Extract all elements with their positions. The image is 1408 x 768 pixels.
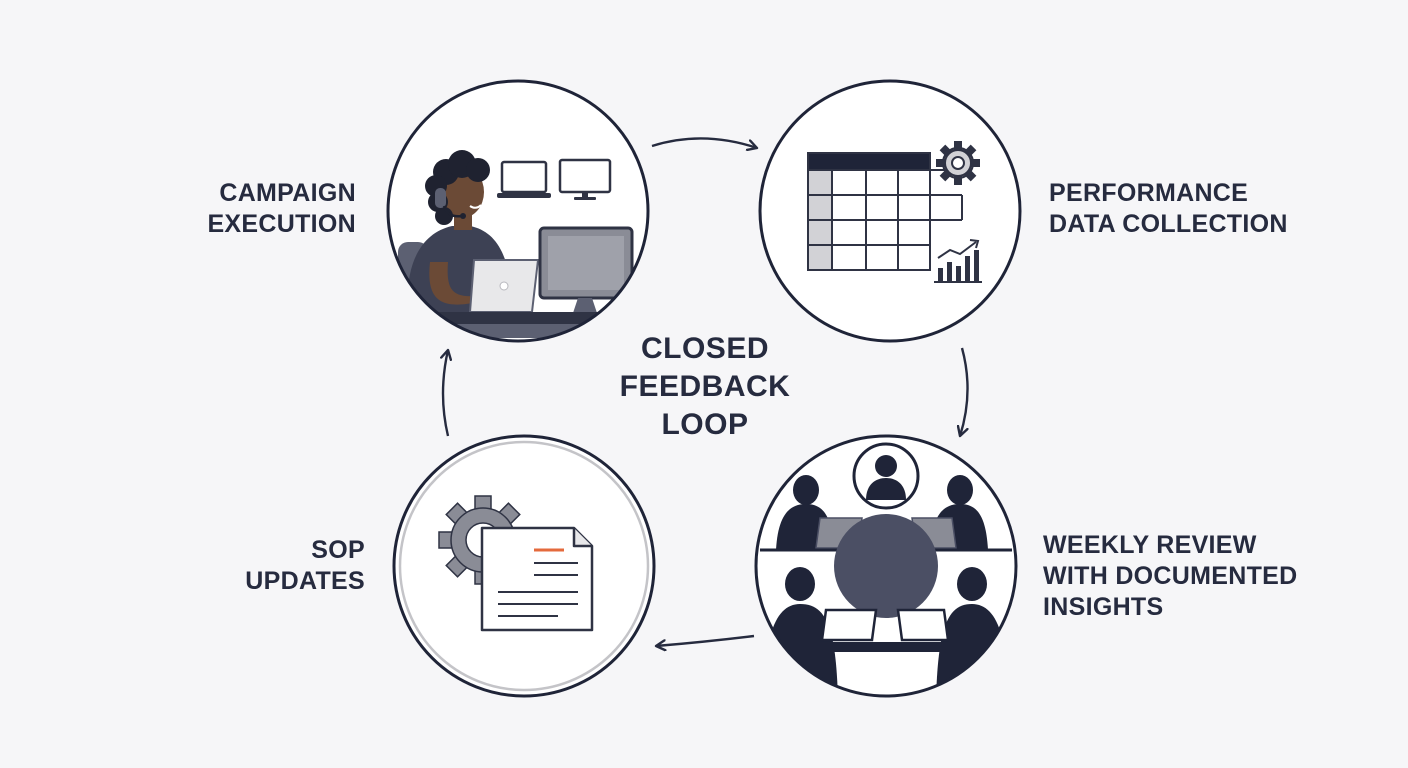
arrow-performance-to-review: [960, 347, 969, 436]
label-weekly-review-line-2: WITH DOCUMENTED: [1043, 562, 1298, 590]
label-sop-updates: SOP UPDATES: [200, 535, 365, 597]
weekly-review-illustration: [754, 434, 1018, 698]
label-sop-updates-line-2: UPDATES: [245, 567, 365, 595]
bar-chart-icon: [934, 239, 982, 283]
user-avatar-icon: [852, 442, 920, 510]
sop-updates-illustration: [392, 434, 656, 698]
label-performance-line-1: PERFORMANCE: [1049, 179, 1249, 207]
center-title: CLOSED FEEDBACK LOOP: [580, 330, 830, 444]
center-title-line-3: LOOP: [661, 408, 749, 441]
arrow-review-to-sop: [656, 634, 755, 646]
gear-icon: [936, 141, 980, 185]
label-weekly-review-line-3: INSIGHTS: [1043, 593, 1164, 621]
label-weekly-review-line-1: WEEKLY REVIEW: [1043, 531, 1257, 559]
campaign-execution-illustration: [386, 79, 650, 343]
label-campaign-execution: CAMPAIGN EXECUTION: [150, 178, 356, 240]
performance-data-illustration: [758, 79, 1022, 343]
label-campaign-execution-line-2: EXECUTION: [207, 210, 356, 238]
label-performance-data-collection: PERFORMANCE DATA COLLECTION: [1049, 178, 1288, 240]
center-title-line-2: FEEDBACK: [619, 370, 791, 403]
arrow-campaign-to-performance: [651, 137, 757, 148]
label-performance-line-2: DATA COLLECTION: [1049, 210, 1288, 238]
arrow-sop-to-campaign: [443, 350, 448, 437]
label-weekly-review: WEEKLY REVIEW WITH DOCUMENTED INSIGHTS: [1043, 530, 1297, 623]
label-sop-updates-line-1: SOP: [311, 536, 365, 564]
label-campaign-execution-line-1: CAMPAIGN: [219, 179, 356, 207]
center-title-line-1: CLOSED: [640, 332, 769, 365]
